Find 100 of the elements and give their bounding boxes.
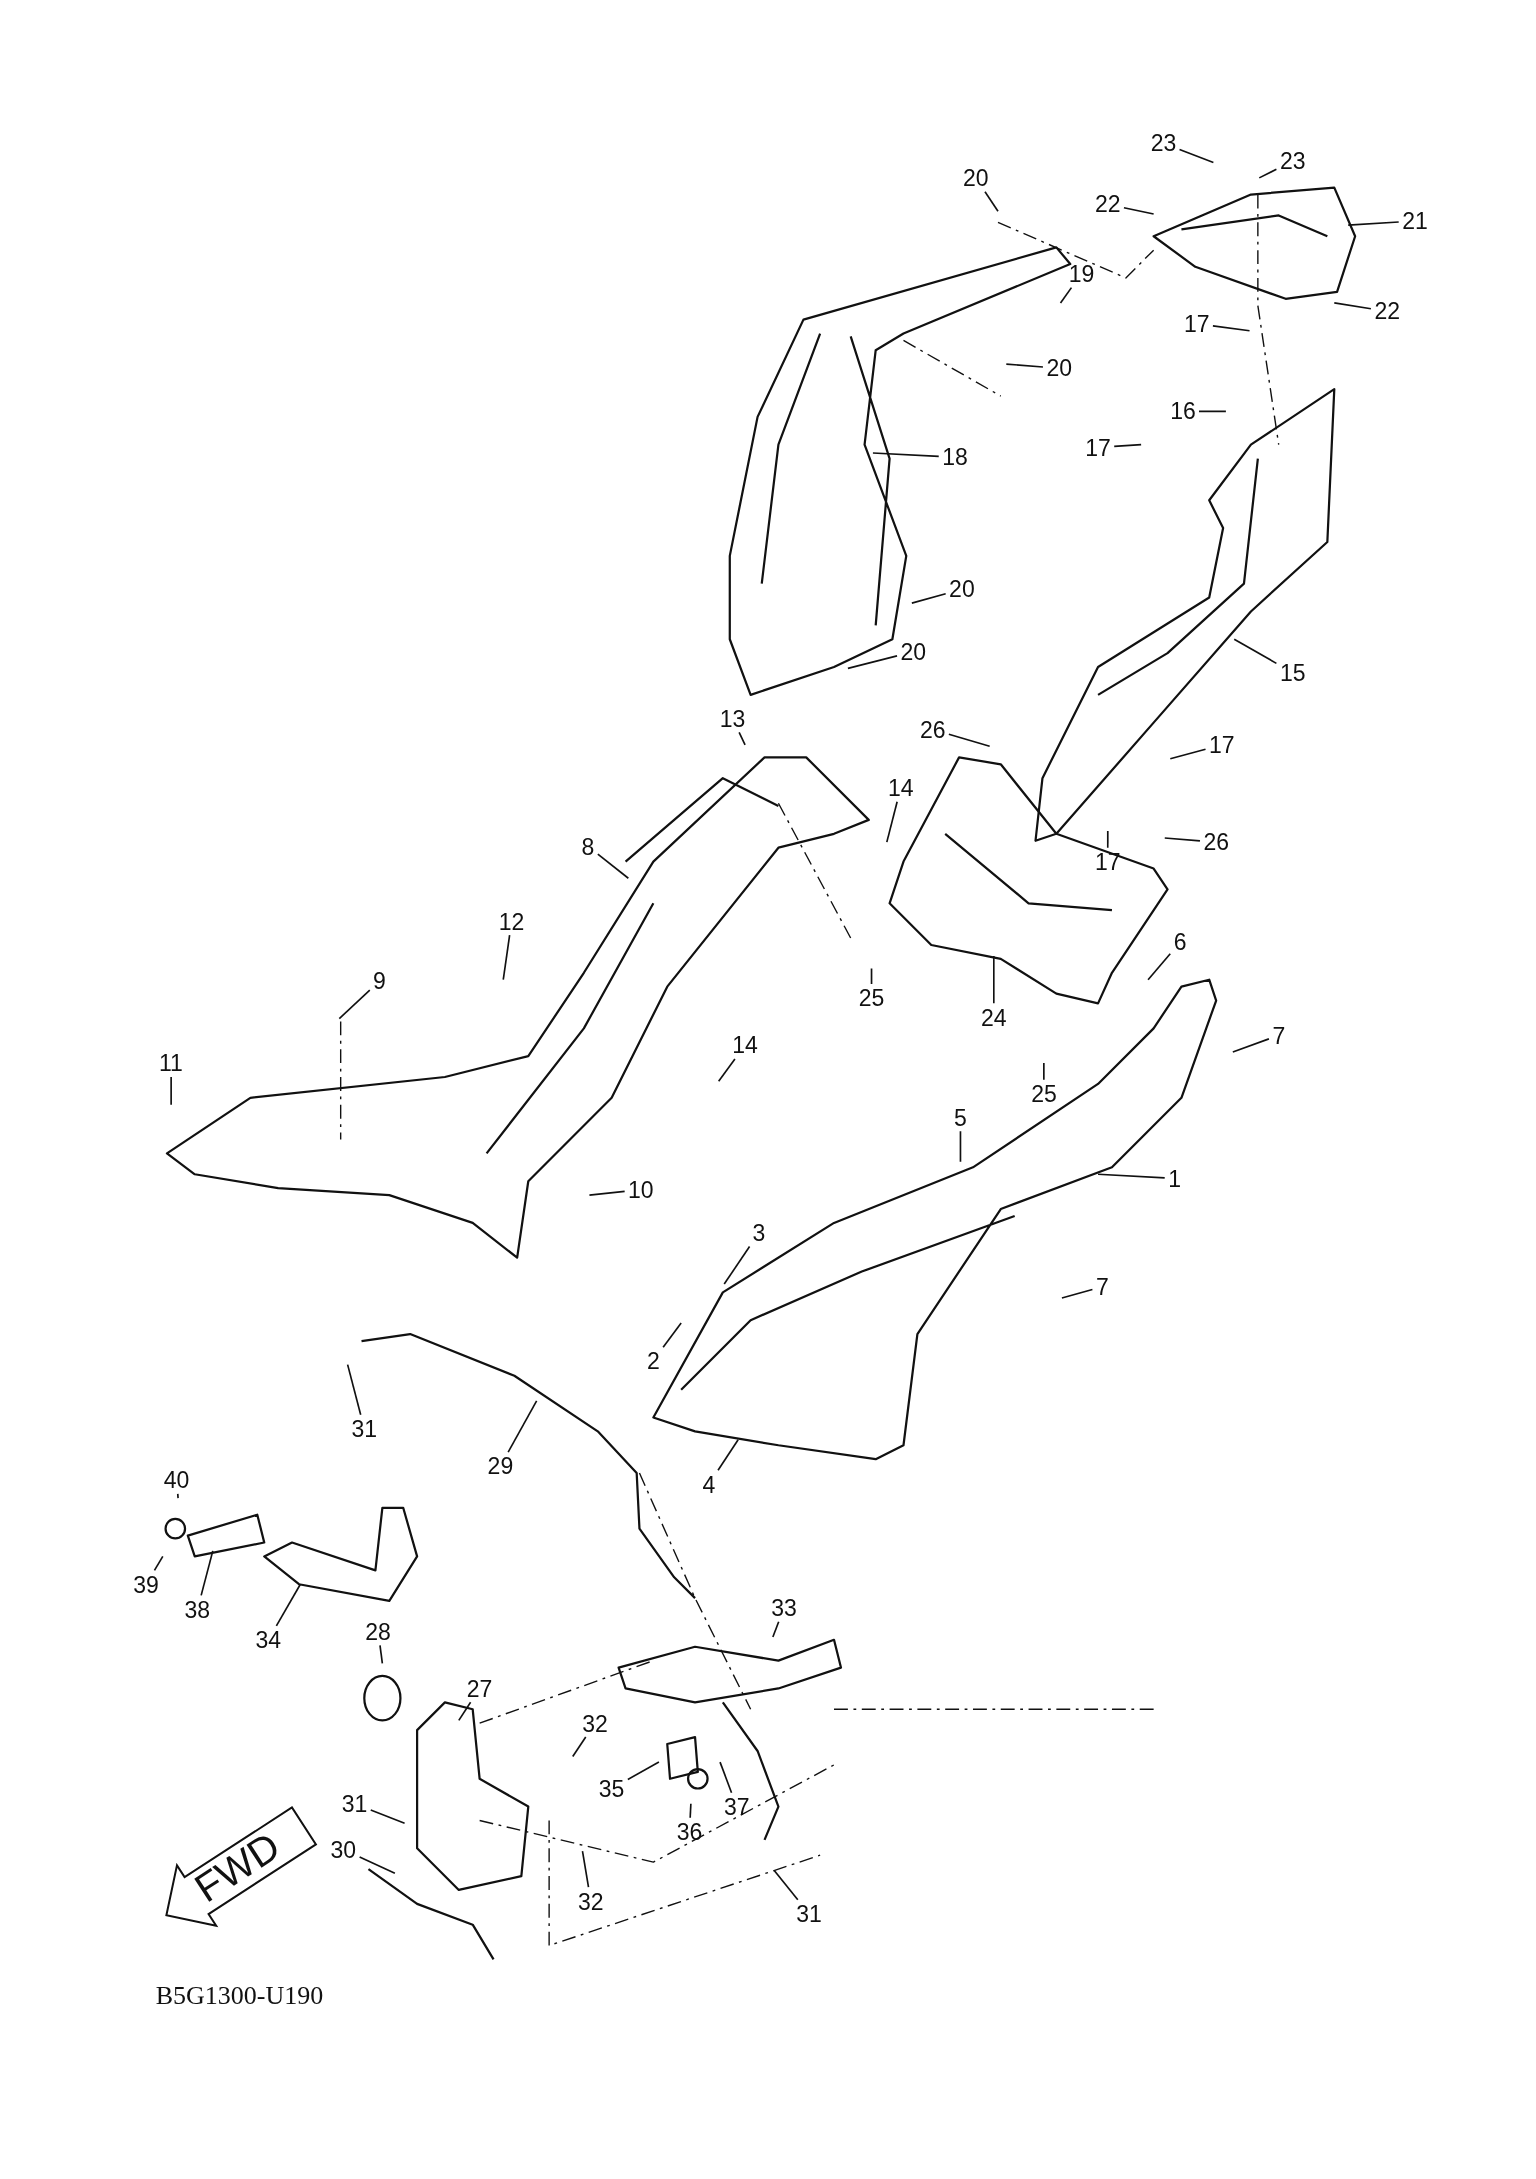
leader-line	[911, 592, 947, 604]
leader-line	[1163, 837, 1201, 842]
leader-line	[200, 1550, 214, 1597]
leader-line	[738, 731, 746, 746]
callout-number: 19	[1066, 261, 1097, 287]
leader-line	[717, 1058, 736, 1082]
callout-number: 14	[730, 1032, 760, 1058]
leader-line	[1198, 410, 1227, 413]
callout-number: 4	[700, 1472, 718, 1498]
callout-number: 17	[1083, 435, 1113, 461]
leader-line	[1347, 221, 1400, 226]
leader-line	[959, 1130, 962, 1163]
leader-line	[1005, 363, 1044, 368]
callout-number: 15	[1277, 660, 1308, 686]
callout-number: 31	[794, 1901, 824, 1927]
leader-line	[1169, 748, 1207, 760]
callout-number: 20	[1044, 355, 1074, 381]
callout-number: 20	[898, 639, 929, 665]
leader-line	[457, 1701, 472, 1722]
leader-line	[1059, 286, 1073, 304]
callout-number: 34	[253, 1627, 284, 1653]
callout-number: 26	[917, 717, 948, 743]
leader-line	[1258, 168, 1278, 179]
drawing-code: B5G1300-U190	[155, 1980, 324, 2011]
callout-number: 3	[750, 1220, 768, 1246]
callout-number: 32	[575, 1889, 606, 1915]
callout-number: 36	[674, 1819, 705, 1845]
callout-number: 24	[979, 1005, 1009, 1030]
leader-line	[1232, 1038, 1270, 1053]
leader-line	[1178, 148, 1215, 164]
leader-line	[1233, 638, 1278, 665]
callout-number: 30	[328, 1837, 359, 1863]
callout-number: 12	[496, 909, 527, 935]
leader-line	[170, 1076, 172, 1106]
leader-line	[772, 1620, 780, 1638]
callout-number: 29	[485, 1454, 516, 1479]
leader-line	[689, 1802, 692, 1819]
leader-line	[773, 1869, 799, 1901]
callout-number: 17	[1207, 732, 1237, 758]
callout-number: 23	[1277, 148, 1308, 174]
leader-line	[571, 1736, 587, 1758]
leader-line	[886, 800, 898, 843]
callout-number: 7	[1093, 1274, 1111, 1300]
callout-number: 16	[1168, 398, 1198, 424]
callout-number: 11	[157, 1050, 185, 1076]
callout-number: 40	[161, 1467, 192, 1493]
callout-number: 35	[596, 1776, 627, 1802]
leader-line	[1113, 443, 1142, 448]
callout-number: 28	[363, 1619, 393, 1645]
leader-line	[1043, 1062, 1045, 1081]
leader-line	[717, 1438, 739, 1472]
callout-number: 22	[1372, 298, 1403, 324]
callout-number: 25	[856, 985, 887, 1011]
leader-line	[984, 190, 999, 213]
leader-line	[358, 1856, 396, 1875]
leader-line	[1212, 325, 1251, 332]
callout-number: 13	[717, 706, 748, 732]
callout-number: 37	[721, 1794, 752, 1820]
leader-line	[153, 1555, 164, 1572]
leader-line	[1123, 206, 1155, 215]
leader-line	[338, 989, 371, 1020]
leader-line	[993, 955, 995, 1005]
callout-number: 32	[580, 1711, 610, 1737]
callout-number: 38	[182, 1597, 213, 1623]
leader-line	[1097, 1173, 1166, 1179]
callout-number: 2	[644, 1348, 662, 1374]
callout-number: 23	[1148, 130, 1179, 156]
callout-number: 14	[885, 775, 916, 801]
callout-number: 5	[952, 1105, 969, 1131]
leader-line	[662, 1322, 682, 1349]
leader-line	[369, 1809, 406, 1825]
callout-number: 31	[349, 1416, 379, 1442]
callout-number: 17	[1182, 311, 1212, 337]
leader-line	[870, 967, 873, 985]
callout-number: 1	[1166, 1166, 1183, 1192]
leader-line	[847, 655, 898, 670]
callout-number: 26	[1201, 829, 1232, 855]
callout-number: 21	[1400, 208, 1430, 234]
leader-line	[176, 1493, 179, 1499]
callout-number: 27	[464, 1676, 495, 1702]
direction-text: FWD	[188, 1824, 287, 1909]
leader-line	[1106, 830, 1109, 849]
callout-number: 25	[1029, 1081, 1059, 1107]
leader-line	[1061, 1288, 1094, 1299]
callout-number: 31	[339, 1791, 370, 1817]
leader-line	[346, 1363, 362, 1416]
leader-line	[948, 733, 991, 748]
leader-line	[581, 1850, 590, 1888]
leader-line	[627, 1761, 660, 1781]
callout-number: 9	[371, 968, 388, 994]
leader-line	[1333, 302, 1372, 310]
leader-line	[502, 934, 511, 981]
leader-line	[1147, 952, 1172, 981]
leader-line	[597, 853, 630, 880]
callout-number: 33	[769, 1595, 799, 1621]
callout-number: 8	[579, 834, 597, 860]
callout-number: 20	[947, 576, 977, 602]
leader-line	[723, 1245, 751, 1285]
callout-number: 22	[1093, 191, 1123, 217]
callout-number: 18	[940, 444, 970, 470]
